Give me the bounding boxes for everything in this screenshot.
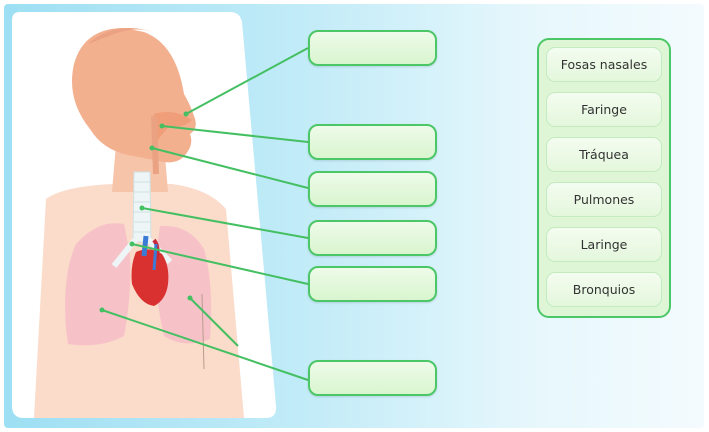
- answer-box-1[interactable]: [308, 30, 437, 66]
- answer-box-3[interactable]: [308, 171, 437, 207]
- word-laringe[interactable]: Laringe: [546, 227, 662, 262]
- word-faringe[interactable]: Faringe: [546, 92, 662, 127]
- word-fosas-nasales[interactable]: Fosas nasales: [546, 47, 662, 82]
- answer-box-6[interactable]: [308, 360, 437, 396]
- answer-box-2[interactable]: [308, 124, 437, 160]
- activity-stage: Fosas nasales Faringe Tráquea Pulmones L…: [4, 4, 704, 428]
- word-pulmones[interactable]: Pulmones: [546, 182, 662, 217]
- word-bronquios[interactable]: Bronquios: [546, 272, 662, 307]
- answer-box-5[interactable]: [308, 266, 437, 302]
- word-bank: Fosas nasales Faringe Tráquea Pulmones L…: [537, 38, 671, 318]
- answer-box-4[interactable]: [308, 220, 437, 256]
- word-traquea[interactable]: Tráquea: [546, 137, 662, 172]
